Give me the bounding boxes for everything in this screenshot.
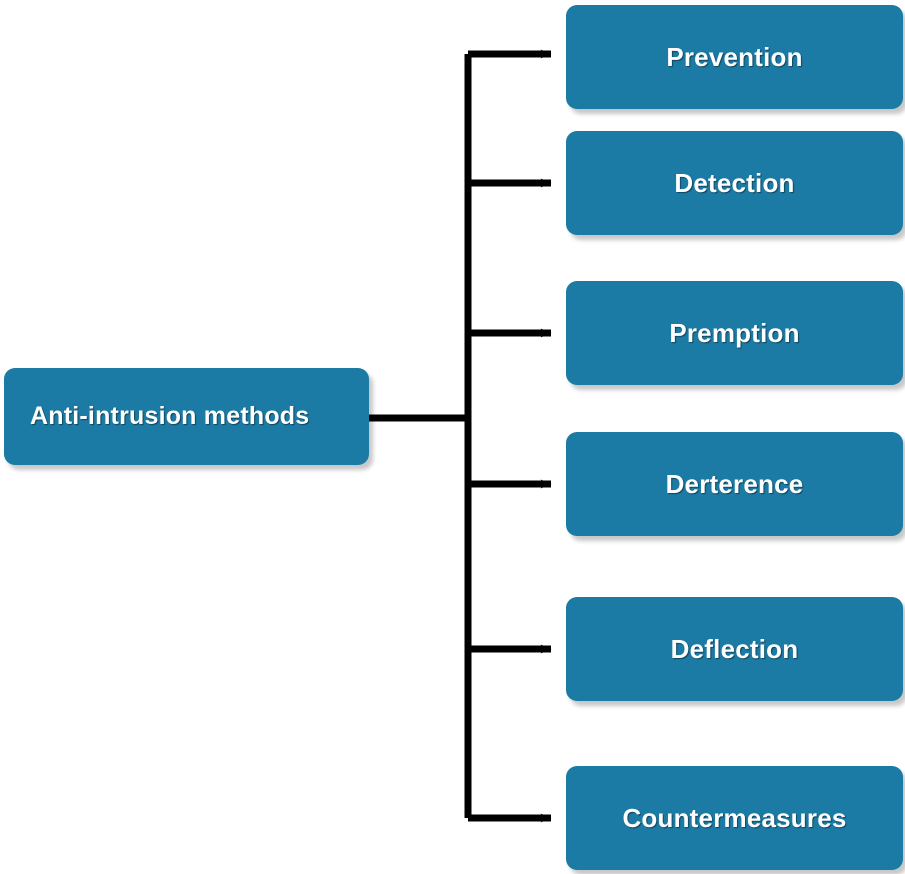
node-prevention-label: Prevention <box>666 41 803 72</box>
node-derterence-label: Derterence <box>665 468 804 499</box>
node-root-label: Anti-intrusion methods <box>30 402 310 430</box>
node-premption[interactable]: Premption <box>566 281 903 385</box>
node-root[interactable]: Anti-intrusion methods <box>4 368 369 465</box>
node-deflection[interactable]: Deflection <box>566 597 903 701</box>
node-countermeasures[interactable]: Countermeasures <box>566 766 903 870</box>
node-detection[interactable]: Detection <box>566 131 903 235</box>
node-detection-label: Detection <box>674 167 795 198</box>
node-prevention[interactable]: Prevention <box>566 5 903 109</box>
node-deflection-label: Deflection <box>670 633 799 664</box>
node-premption-label: Premption <box>669 317 800 348</box>
node-countermeasures-label: Countermeasures <box>622 802 847 833</box>
node-derterence[interactable]: Derterence <box>566 432 903 536</box>
